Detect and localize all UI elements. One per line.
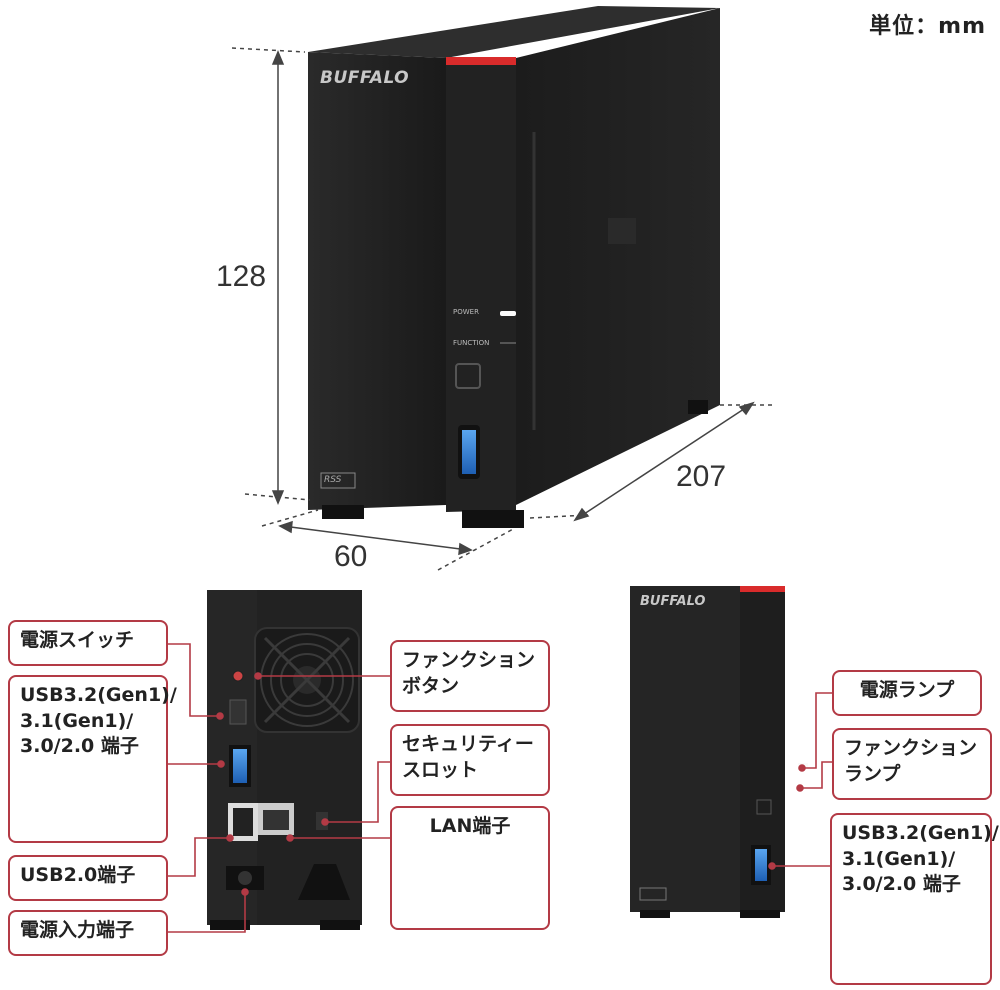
callout-text: 3.0/2.0 端子: [842, 873, 961, 896]
callout-text: 電源ランプ: [859, 679, 955, 701]
front-view-device: [630, 586, 808, 918]
callout-usb20: USB2.0端子: [8, 855, 168, 901]
callout-lan: LAN端子: [390, 806, 550, 930]
callout-text: ボタン: [402, 674, 460, 697]
dimension-width: 60: [334, 540, 368, 573]
callout-power-switch: 電源スイッチ: [8, 620, 168, 666]
brand-logo-main: BUFFALO: [320, 68, 410, 88]
callout-text: USB3.2(Gen1)/: [842, 822, 999, 844]
back-connector-lines: [167, 643, 390, 933]
callout-text: 電源入力端子: [20, 919, 135, 941]
usb-port-front: [462, 430, 476, 474]
callout-text: ランプ: [844, 762, 901, 785]
dimension-depth: 207: [676, 460, 727, 493]
callout-text: 電源スイッチ: [20, 629, 135, 651]
dimension-lines: [231, 47, 775, 571]
callout-text: 3.0/2.0 端子: [20, 735, 139, 758]
power-led: [500, 311, 516, 316]
back-view-device: [207, 590, 362, 930]
main-nas-device: [308, 6, 720, 528]
callout-function-lamp: ファンクション ランプ: [832, 728, 992, 800]
callout-usb32-front: USB3.2(Gen1)/ 3.1(Gen1)/ 3.0/2.0 端子: [830, 813, 999, 985]
function-button-shape: [455, 363, 481, 389]
front-connector-lines: [768, 692, 832, 870]
callout-text: USB3.2(Gen1)/: [20, 684, 177, 706]
callout-power-input: 電源入力端子: [8, 910, 168, 956]
dimension-height: 128: [216, 260, 267, 293]
callout-security-slot: セキュリティー スロット: [390, 724, 550, 796]
power-label: POWER: [453, 308, 479, 316]
callout-text: セキュリティー: [402, 733, 534, 755]
callout-text: 3.1(Gen1)/: [842, 847, 956, 870]
callout-power-lamp: 電源ランプ: [832, 670, 982, 716]
brand-logo-front: BUFFALO: [640, 594, 706, 609]
callout-text: ファンクション: [844, 737, 978, 759]
unit-label: 単位：mm: [869, 14, 986, 39]
callout-text: LAN端子: [429, 815, 511, 837]
callout-function-button: ファンクション ボタン: [390, 640, 550, 712]
accent-strip: [446, 57, 516, 65]
rss-badge: RSS: [324, 475, 342, 485]
callout-text: 3.1(Gen1)/: [20, 709, 134, 732]
function-label: FUNCTION: [453, 339, 490, 347]
callout-text: ファンクション: [402, 649, 536, 671]
callout-usb32-back: USB3.2(Gen1)/ 3.1(Gen1)/ 3.0/2.0 端子: [8, 675, 177, 843]
callout-text: USB2.0端子: [20, 864, 136, 886]
callout-text: スロット: [402, 758, 479, 781]
